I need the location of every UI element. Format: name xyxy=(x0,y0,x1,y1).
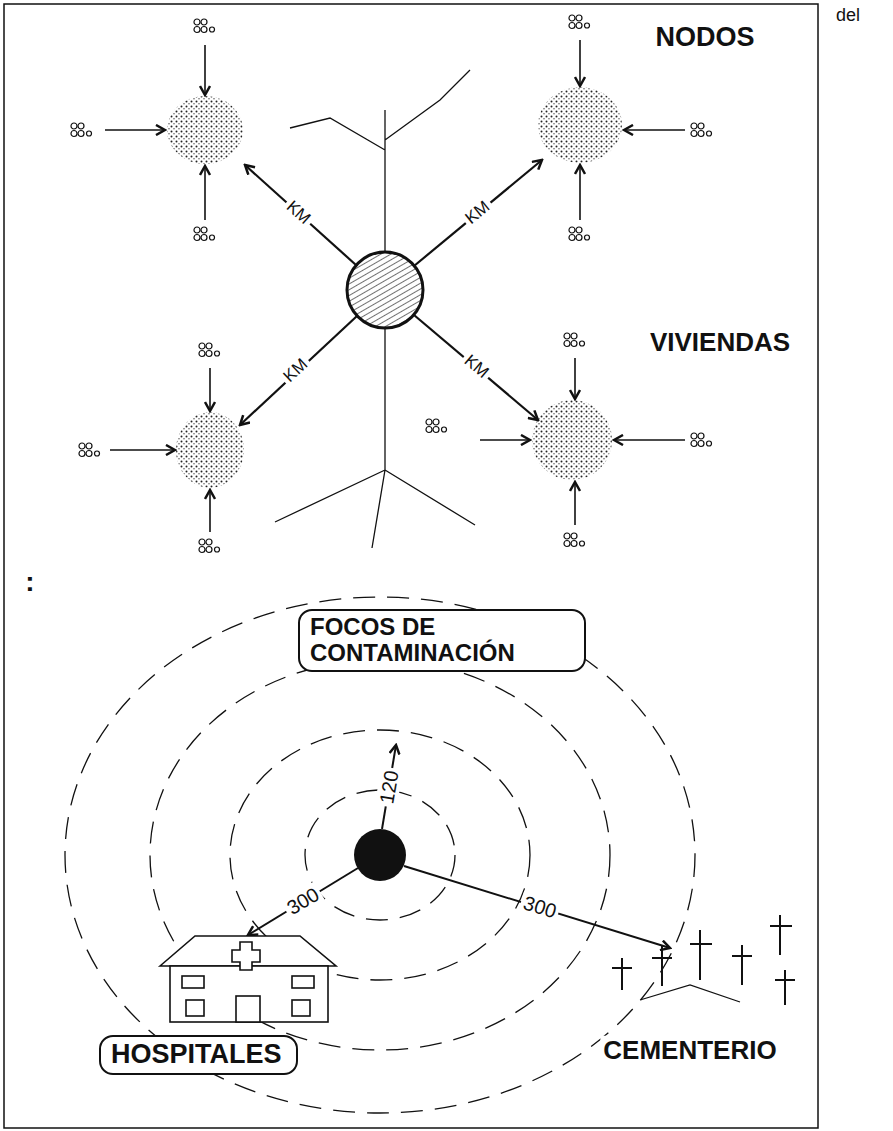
distance-number: 300 xyxy=(280,881,325,920)
title-box: HOSPITALES xyxy=(99,1035,298,1075)
cemetery-crosses xyxy=(612,915,795,1005)
center-circle xyxy=(347,252,423,328)
place-label: CEMENTERIO xyxy=(600,1036,779,1065)
house-icons xyxy=(71,15,712,553)
distance-lines xyxy=(240,160,542,425)
section-title: VIVIENDAS xyxy=(647,328,793,357)
distance-number: 120 xyxy=(375,766,404,809)
settlement-blobs xyxy=(167,87,622,488)
contamination-source xyxy=(354,829,406,881)
title-box: FOCOS DE CONTAMINACIÓN xyxy=(298,609,586,672)
box-text: HOSPITALES xyxy=(111,1040,282,1070)
road-lines xyxy=(275,70,475,548)
box-text: FOCOS DE CONTAMINACIÓN xyxy=(310,614,570,667)
distance-label: KM xyxy=(460,196,496,230)
punctuation-mark: : xyxy=(22,567,37,598)
caption-fragment: del xyxy=(833,6,863,26)
distance-lines xyxy=(248,745,670,948)
house-arrows xyxy=(105,40,685,532)
hospital-drawing xyxy=(160,936,336,1022)
section-title: NODOS xyxy=(652,23,757,53)
frame xyxy=(4,4,818,1128)
distance-number: 300 xyxy=(518,891,562,924)
